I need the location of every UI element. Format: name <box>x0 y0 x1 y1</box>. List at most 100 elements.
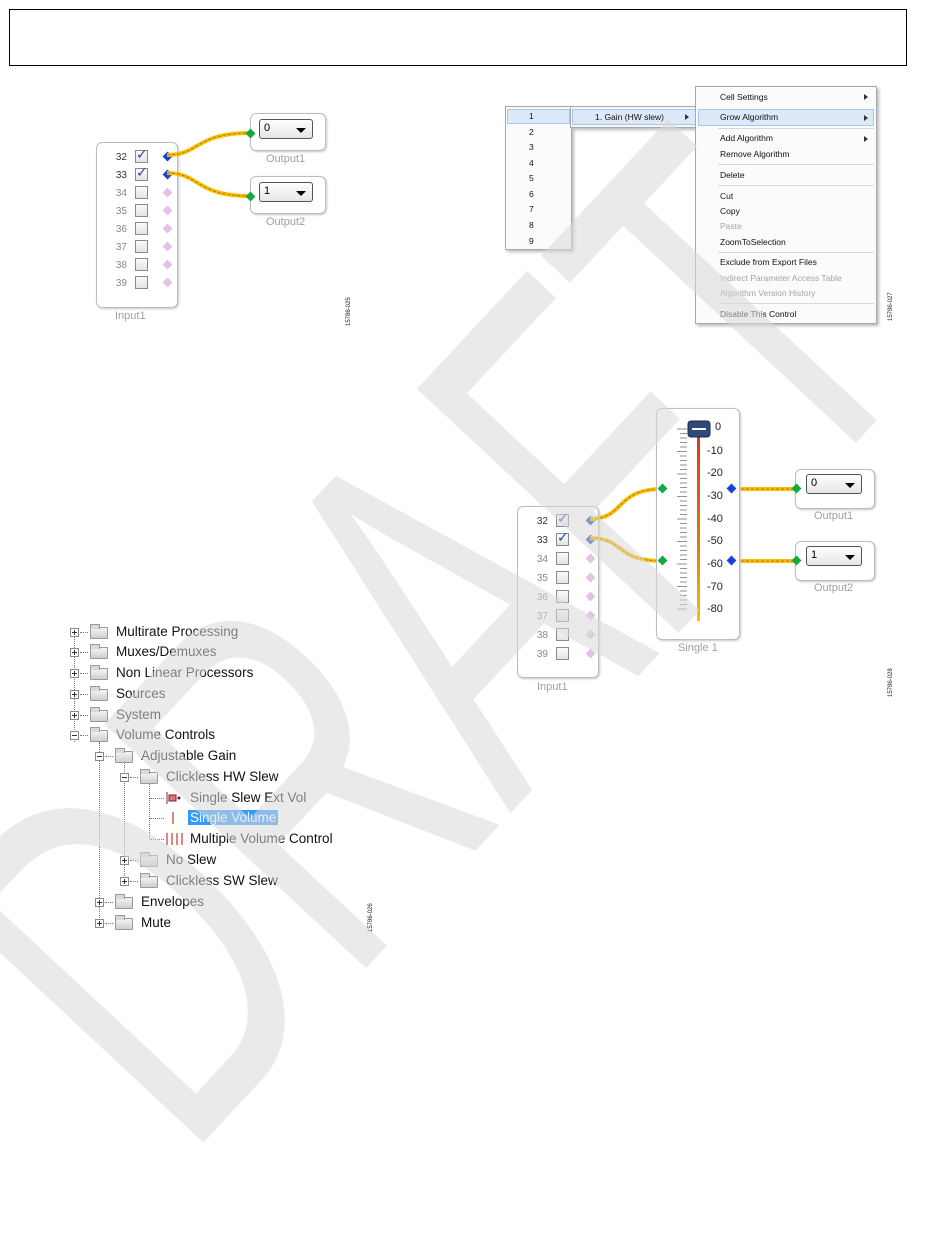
tree-item-adjustable-gain[interactable]: Adjustable Gain <box>141 748 237 763</box>
submenu-gain-item[interactable]: 1. Gain (HW slew) <box>595 112 664 122</box>
tree-item-envelopes[interactable]: Envelopes <box>141 894 205 909</box>
menu-item-copy[interactable]: Copy <box>720 206 740 216</box>
tree-line <box>74 632 75 742</box>
collapse-icon[interactable] <box>95 752 104 761</box>
tree-item-mute[interactable]: Mute <box>141 915 172 930</box>
output-block[interactable]: 1 <box>250 176 326 214</box>
pin-checkbox[interactable] <box>135 222 148 235</box>
tree-item-volume-controls[interactable]: Volume Controls <box>116 727 216 742</box>
output-block[interactable]: 1 <box>795 541 875 581</box>
row-number[interactable]: 1 <box>529 111 534 121</box>
pin-row: 39 <box>518 646 598 664</box>
expand-icon[interactable] <box>70 628 79 637</box>
menu-item-disable-this-control[interactable]: Disable This Control <box>720 309 797 319</box>
output-dropdown[interactable]: 1 <box>806 546 862 566</box>
menu-item-indirect-parameter-table[interactable]: Indirect Parameter Access Table <box>720 273 842 283</box>
menu-separator <box>718 252 874 253</box>
pin-checkbox[interactable] <box>135 186 148 199</box>
pin-checkbox[interactable] <box>556 530 569 546</box>
tree-item-clickless-sw-slew[interactable]: Clickless SW Slew <box>166 873 278 888</box>
row-number[interactable]: 8 <box>529 220 534 230</box>
expand-icon[interactable] <box>70 648 79 657</box>
pin-number: 34 <box>536 554 548 565</box>
tree-item-single-slew-ext-vol[interactable]: Single Slew Ext Vol <box>190 790 307 805</box>
input-block[interactable]: 32 33 34 35 36 37 38 39 <box>96 142 178 308</box>
menu-item-remove-algorithm[interactable]: Remove Algorithm <box>720 149 790 159</box>
menu-item-grow-algorithm[interactable]: Grow Algorithm <box>720 112 779 122</box>
pin-checkbox[interactable] <box>556 647 569 660</box>
tree-item-system[interactable]: System <box>116 707 162 722</box>
pin-checkbox[interactable] <box>556 511 569 527</box>
row-number[interactable]: 7 <box>529 204 534 214</box>
expand-icon[interactable] <box>70 669 79 678</box>
pin-checkbox[interactable] <box>135 165 148 181</box>
tree-line <box>124 762 125 880</box>
input-block[interactable]: 32 33 34 35 36 37 38 39 <box>517 506 599 678</box>
menu-item-algorithm-version-history[interactable]: Algorithm Version History <box>720 288 816 298</box>
single-block-label: Single 1 <box>678 642 718 654</box>
menu-item-add-algorithm[interactable]: Add Algorithm <box>720 133 773 143</box>
tree-line <box>130 881 138 882</box>
menu-item-cut[interactable]: Cut <box>720 191 734 201</box>
row-number[interactable]: 3 <box>529 142 534 152</box>
tree-item-multiple-volume-control[interactable]: Multiple Volume Control <box>190 831 333 846</box>
tree-item-non-linear-processors[interactable]: Non Linear Processors <box>116 665 254 680</box>
menu-item-exclude-from-export[interactable]: Exclude from Export Files <box>720 257 817 267</box>
collapse-icon[interactable] <box>70 731 79 740</box>
pin-checkbox[interactable] <box>556 590 569 603</box>
expand-icon[interactable] <box>120 856 129 865</box>
menu-item-cell-settings[interactable]: Cell Settings <box>720 92 768 102</box>
row-number[interactable]: 6 <box>529 189 534 199</box>
volume-slider[interactable] <box>657 409 739 639</box>
tree-item-multirate-processing[interactable]: Multirate Processing <box>116 624 239 639</box>
output-dropdown[interactable]: 0 <box>259 119 313 139</box>
output-dropdown[interactable]: 1 <box>259 182 313 202</box>
tree-item-no-slew[interactable]: No Slew <box>166 852 217 867</box>
expand-icon[interactable] <box>95 898 104 907</box>
output-label: Output2 <box>814 582 854 594</box>
folder-icon <box>90 686 108 701</box>
tree-item-single-volume[interactable]: Single Volume <box>188 810 279 825</box>
tree-item-clickless-hw-slew[interactable]: Clickless HW Slew <box>166 769 279 784</box>
row-number[interactable]: 9 <box>529 236 534 246</box>
menu-item-paste[interactable]: Paste <box>720 221 742 231</box>
row-number[interactable]: 2 <box>529 127 534 137</box>
expand-icon[interactable] <box>120 877 129 886</box>
pin-checkbox[interactable] <box>556 628 569 641</box>
pin-row: 35 <box>518 570 598 588</box>
scale-label: -50 <box>707 535 723 547</box>
chevron-right-icon <box>864 94 868 100</box>
output-dropdown[interactable]: 0 <box>806 474 862 494</box>
pin-checkbox[interactable] <box>135 276 148 289</box>
chevron-right-icon <box>864 115 868 121</box>
row-number[interactable]: 4 <box>529 158 534 168</box>
pin-checkbox[interactable] <box>556 609 569 622</box>
folder-icon <box>90 624 108 639</box>
output-block[interactable]: 0 <box>795 469 875 509</box>
pin-row: 37 <box>518 608 598 626</box>
tree-item-sources[interactable]: Sources <box>116 686 166 701</box>
tree-line <box>150 798 164 799</box>
pin-checkbox[interactable] <box>135 258 148 271</box>
pin-row: 36 <box>518 589 598 607</box>
pin-checkbox[interactable] <box>556 552 569 565</box>
chevron-right-icon <box>864 136 868 142</box>
multi-volume-icon <box>166 833 183 845</box>
expand-icon[interactable] <box>70 690 79 699</box>
single-volume-block[interactable]: 0 -10 -20 -30 -40 -50 -60 -70 -80 <box>656 408 740 640</box>
pin-checkbox[interactable] <box>135 240 148 253</box>
menu-item-zoom-to-selection[interactable]: ZoomToSelection <box>720 237 786 247</box>
pin-row: 34 <box>518 551 598 569</box>
menu-item-delete[interactable]: Delete <box>720 170 745 180</box>
pin-checkbox[interactable] <box>135 147 148 163</box>
expand-icon[interactable] <box>95 919 104 928</box>
pin-checkbox[interactable] <box>135 204 148 217</box>
pin-checkbox[interactable] <box>556 571 569 584</box>
pin-number: 36 <box>115 224 127 235</box>
tree-item-muxes-demuxes[interactable]: Muxes/Demuxes <box>116 644 217 659</box>
collapse-icon[interactable] <box>120 773 129 782</box>
expand-icon[interactable] <box>70 711 79 720</box>
output-value: 1 <box>811 549 818 561</box>
row-number[interactable]: 5 <box>529 173 534 183</box>
output-block[interactable]: 0 <box>250 113 326 151</box>
